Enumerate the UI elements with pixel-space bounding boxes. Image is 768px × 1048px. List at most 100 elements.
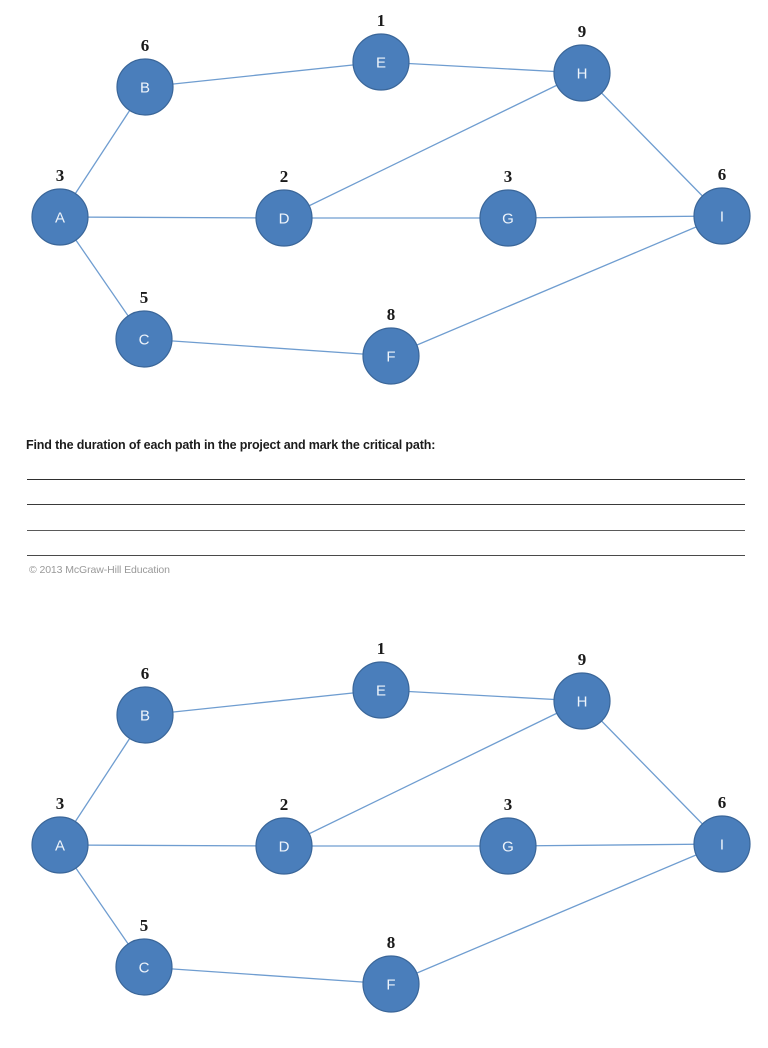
- node-letter-f: F: [386, 349, 395, 366]
- node-circle-g[interactable]: [479, 817, 537, 875]
- node-letter-c: C: [139, 332, 150, 349]
- node-letter-g: G: [502, 211, 514, 228]
- node-circle-d[interactable]: [255, 817, 313, 875]
- node-duration-e: 1: [377, 639, 386, 658]
- edge-layer: [59, 61, 723, 357]
- node-duration-g: 3: [504, 167, 513, 186]
- node-d[interactable]: D2: [255, 167, 313, 247]
- node-duration-e: 1: [377, 11, 386, 30]
- node-letter-e: E: [376, 55, 386, 72]
- node-circle-e[interactable]: [352, 661, 410, 719]
- node-letter-d: D: [279, 839, 290, 856]
- edge-g-i: [507, 843, 723, 847]
- copyright-footer: © 2013 McGraw-Hill Education: [29, 564, 170, 576]
- node-c[interactable]: C5: [115, 916, 173, 996]
- node-letter-e: E: [376, 683, 386, 700]
- node-circle-c[interactable]: [115, 310, 173, 368]
- answer-line-2[interactable]: [27, 504, 745, 505]
- node-circle-f[interactable]: [362, 955, 420, 1013]
- node-duration-c: 5: [140, 288, 149, 307]
- node-g[interactable]: G3: [479, 167, 537, 247]
- node-duration-i: 6: [718, 793, 727, 812]
- node-duration-b: 6: [141, 36, 150, 55]
- node-letter-f: F: [386, 977, 395, 994]
- answer-line-3[interactable]: [27, 530, 745, 531]
- edge-c-f: [143, 966, 392, 985]
- node-g[interactable]: G3: [479, 795, 537, 875]
- answer-line-4[interactable]: [27, 555, 745, 556]
- node-circle-c[interactable]: [115, 938, 173, 996]
- node-circle-e[interactable]: [352, 33, 410, 91]
- prompt-text: Find the duration of each path in the pr…: [26, 438, 436, 452]
- node-f[interactable]: F8: [362, 933, 420, 1013]
- node-circle-f[interactable]: [362, 327, 420, 385]
- node-letter-a: A: [55, 838, 65, 855]
- edge-f-i: [390, 215, 723, 357]
- edge-d-h: [283, 700, 583, 847]
- node-duration-i: 6: [718, 165, 727, 184]
- edge-b-e: [144, 61, 382, 88]
- edge-h-i: [581, 72, 723, 217]
- node-letter-g: G: [502, 839, 514, 856]
- node-circle-b[interactable]: [116, 686, 174, 744]
- node-circle-d[interactable]: [255, 189, 313, 247]
- node-e[interactable]: E1: [352, 639, 410, 719]
- node-b[interactable]: B6: [116, 664, 174, 744]
- node-letter-a: A: [55, 210, 65, 227]
- node-circle-i[interactable]: [693, 815, 751, 873]
- node-a[interactable]: A3: [31, 794, 89, 874]
- node-letter-c: C: [139, 960, 150, 977]
- node-letter-b: B: [140, 80, 150, 97]
- node-duration-c: 5: [140, 916, 149, 935]
- node-i[interactable]: I6: [693, 793, 751, 873]
- node-circle-b[interactable]: [116, 58, 174, 116]
- node-f[interactable]: F8: [362, 305, 420, 385]
- edge-d-h: [283, 72, 583, 219]
- node-e[interactable]: E1: [352, 11, 410, 91]
- edge-c-f: [143, 338, 392, 357]
- node-circle-h[interactable]: [553, 672, 611, 730]
- answer-line-1[interactable]: [27, 479, 745, 480]
- node-letter-i: I: [720, 209, 724, 226]
- edge-a-d: [59, 844, 285, 847]
- node-circle-g[interactable]: [479, 189, 537, 247]
- node-duration-h: 9: [578, 650, 587, 669]
- edge-f-i: [390, 843, 723, 985]
- node-letter-i: I: [720, 837, 724, 854]
- node-i[interactable]: I6: [693, 165, 751, 245]
- node-h[interactable]: H9: [553, 22, 611, 102]
- node-duration-d: 2: [280, 167, 289, 186]
- node-h[interactable]: H9: [553, 650, 611, 730]
- edge-g-i: [507, 215, 723, 219]
- edge-h-i: [581, 700, 723, 845]
- edge-a-d: [59, 216, 285, 219]
- edge-e-h: [380, 61, 583, 74]
- node-duration-h: 9: [578, 22, 587, 41]
- node-duration-f: 8: [387, 933, 396, 952]
- node-a[interactable]: A3: [31, 166, 89, 246]
- node-letter-h: H: [577, 694, 588, 711]
- node-circle-a[interactable]: [31, 188, 89, 246]
- edge-layer: [59, 689, 723, 985]
- node-circle-h[interactable]: [553, 44, 611, 102]
- node-d[interactable]: D2: [255, 795, 313, 875]
- node-duration-d: 2: [280, 795, 289, 814]
- node-circle-i[interactable]: [693, 187, 751, 245]
- node-c[interactable]: C5: [115, 288, 173, 368]
- node-duration-f: 8: [387, 305, 396, 324]
- node-letter-d: D: [279, 211, 290, 228]
- node-duration-a: 3: [56, 166, 65, 185]
- node-b[interactable]: B6: [116, 36, 174, 116]
- node-duration-g: 3: [504, 795, 513, 814]
- edge-b-e: [144, 689, 382, 716]
- node-circle-a[interactable]: [31, 816, 89, 874]
- node-letter-h: H: [577, 66, 588, 83]
- node-duration-a: 3: [56, 794, 65, 813]
